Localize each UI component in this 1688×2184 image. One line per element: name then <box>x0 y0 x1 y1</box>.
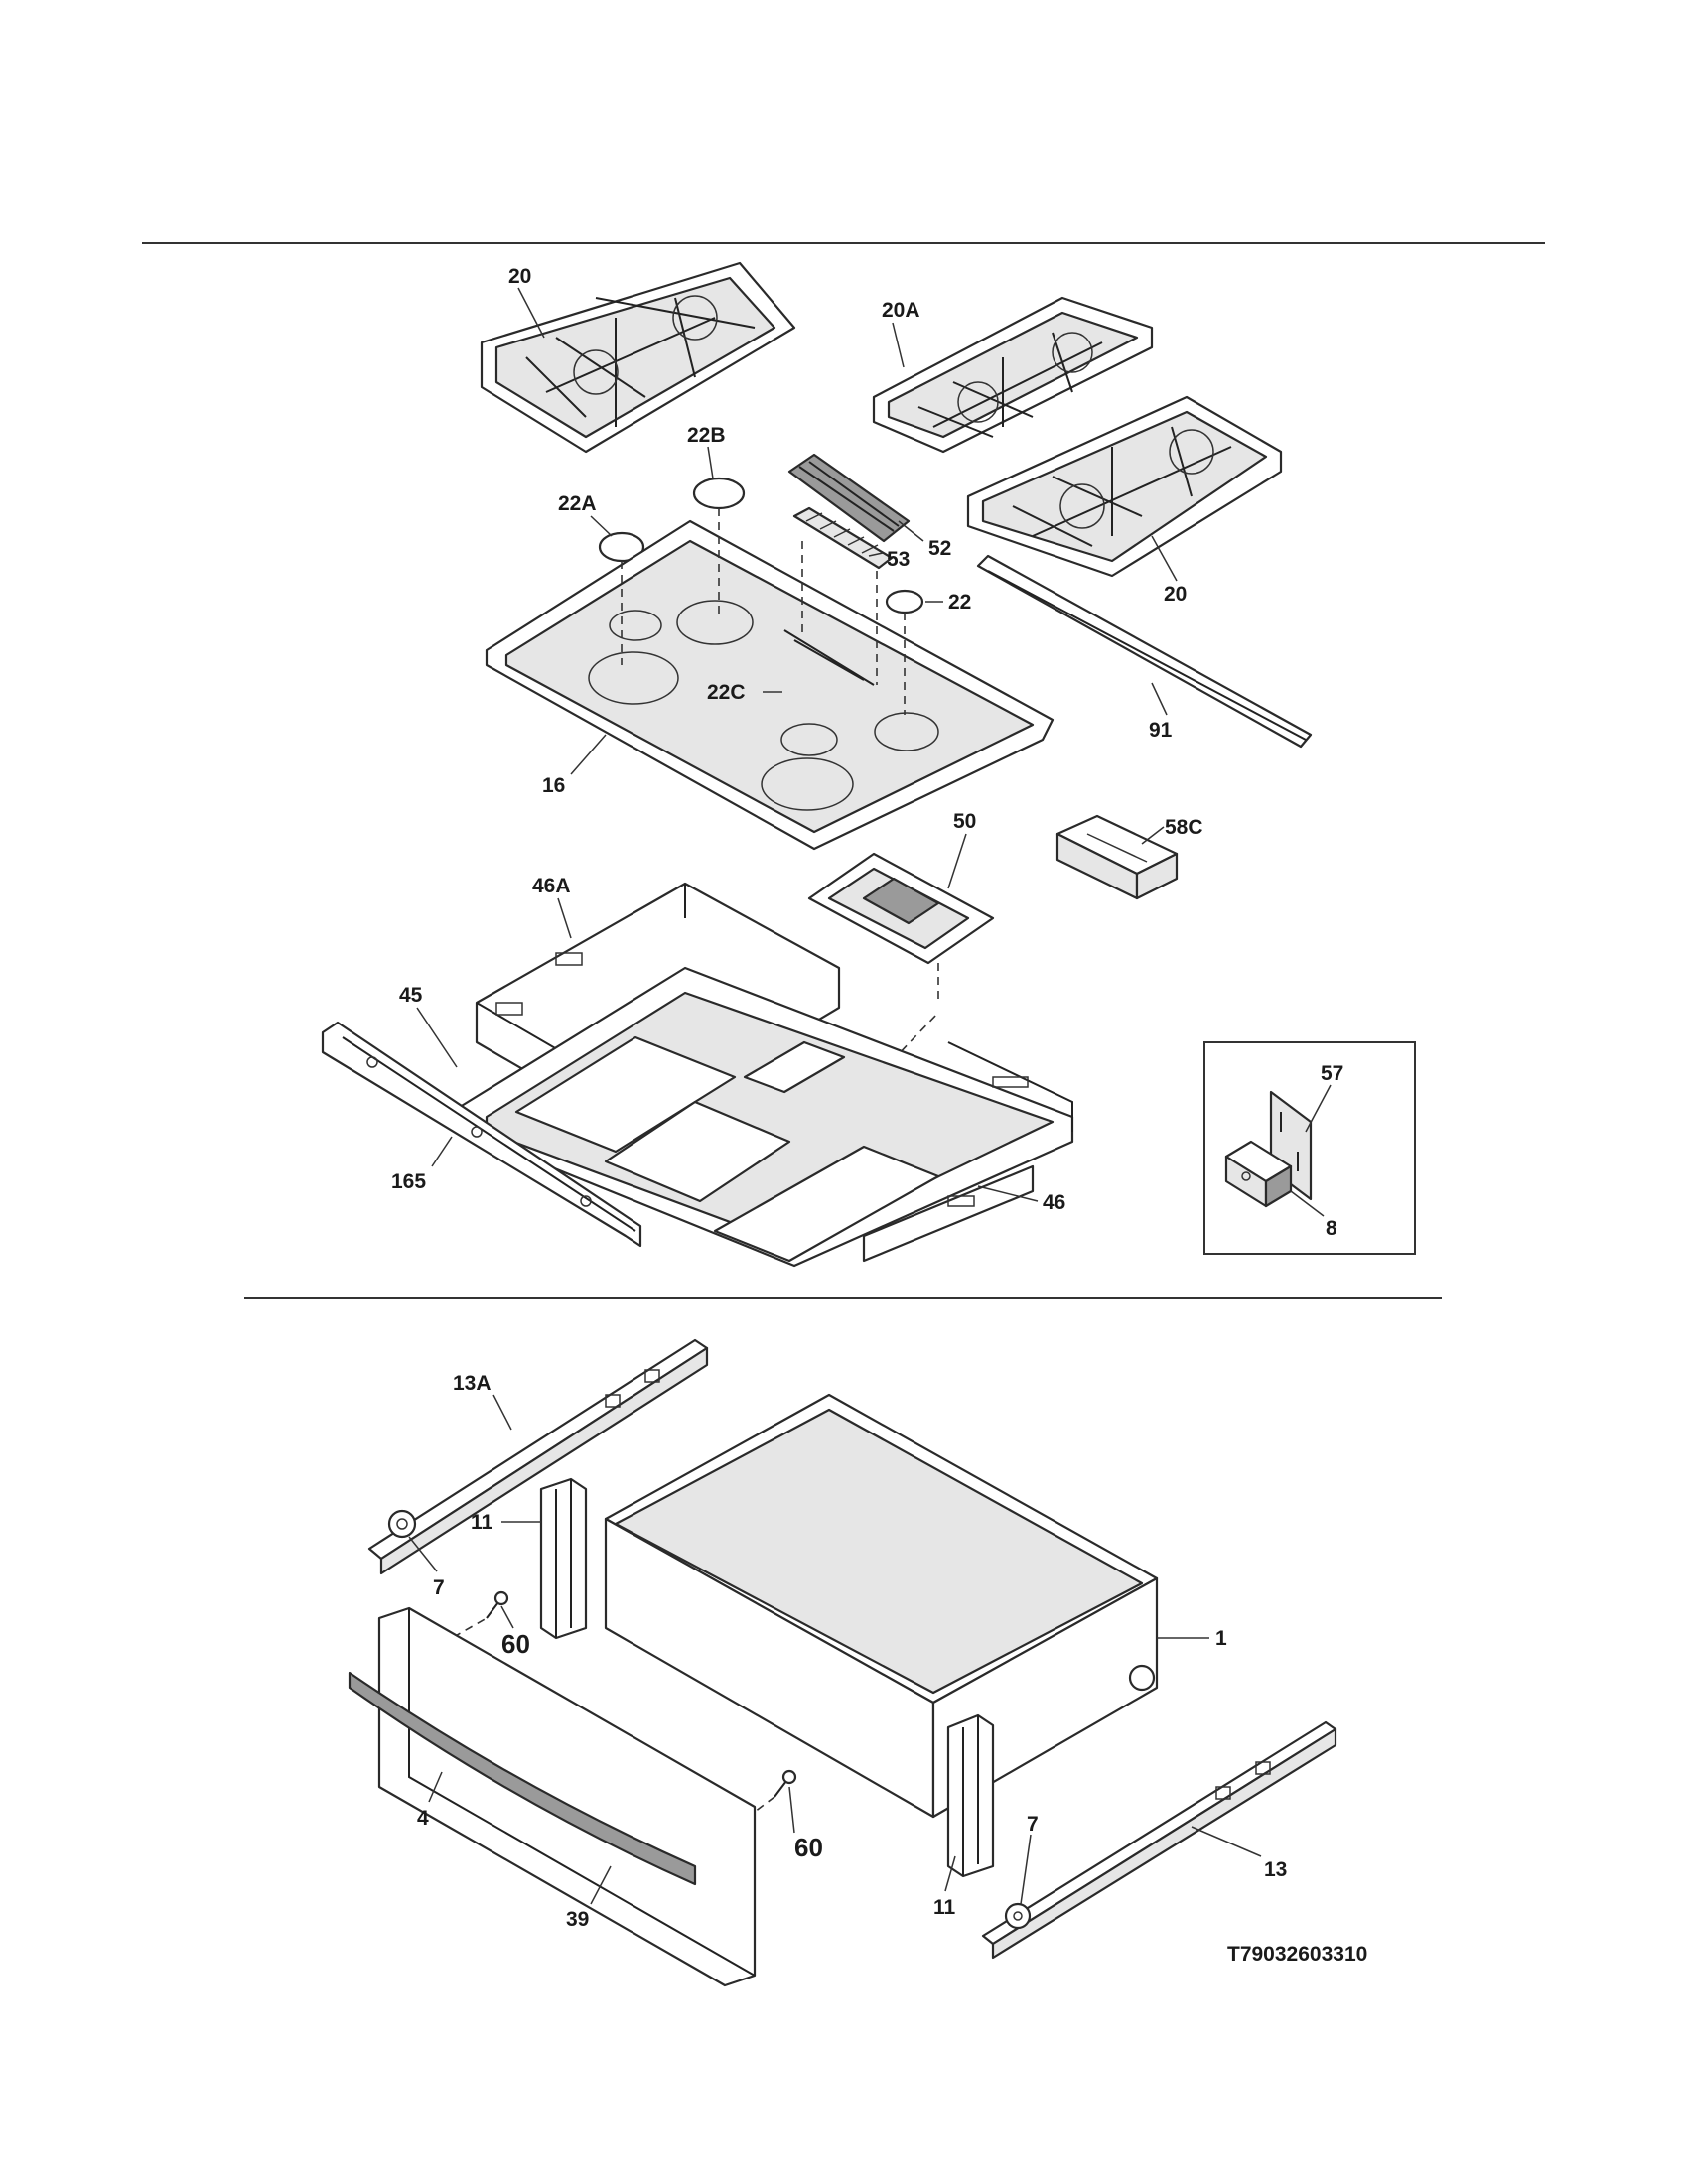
callout-13: 13 <box>1264 1858 1287 1881</box>
callout-52: 52 <box>928 537 951 560</box>
callout-60-right: 60 <box>794 1833 823 1862</box>
callout-7-left: 7 <box>433 1576 445 1599</box>
callout-22b: 22B <box>687 424 726 447</box>
grate-20-top <box>480 261 796 454</box>
handle-39 <box>348 1671 697 1886</box>
grate-20-right <box>966 395 1283 578</box>
callout-20-right: 20 <box>1164 583 1187 606</box>
bracket-11-right <box>946 1713 995 1878</box>
cooktop-16 <box>485 519 1055 851</box>
leader-lines <box>408 287 1332 1905</box>
callout-165: 165 <box>391 1170 426 1193</box>
block-58c <box>1055 814 1179 900</box>
burner-cap-22 <box>885 589 924 614</box>
drawer-front-4 <box>377 1606 757 1987</box>
callout-53: 53 <box>887 548 910 571</box>
callout-22c: 22C <box>707 681 746 704</box>
callout-8: 8 <box>1326 1217 1337 1240</box>
switch-8 <box>1224 1140 1293 1208</box>
callout-46: 46 <box>1043 1191 1065 1214</box>
burner-cap-22b <box>692 477 746 510</box>
callout-50: 50 <box>953 810 976 833</box>
callout-22: 22 <box>948 591 971 614</box>
callout-11-right: 11 <box>933 1896 956 1919</box>
callout-11-left: 11 <box>471 1511 493 1534</box>
callout-1: 1 <box>1215 1627 1227 1650</box>
slide-rail-13 <box>981 1720 1337 1960</box>
vent-cover-52 <box>787 453 911 543</box>
callout-20a: 20A <box>882 299 920 322</box>
slide-rail-13a <box>367 1338 709 1575</box>
screw-60-right <box>774 1769 797 1798</box>
callout-7-right: 7 <box>1027 1813 1039 1836</box>
inset-box <box>1203 1041 1416 1255</box>
callout-4: 4 <box>417 1807 429 1830</box>
callout-91: 91 <box>1149 719 1173 742</box>
trim-strip-91 <box>976 554 1313 749</box>
callout-60-left: 60 <box>501 1629 530 1659</box>
grate-20a <box>872 296 1154 454</box>
bracket-165 <box>321 1021 642 1248</box>
callout-22a: 22A <box>558 492 597 515</box>
callout-57: 57 <box>1321 1062 1343 1085</box>
screw-60-left <box>486 1590 509 1619</box>
callout-13a: 13A <box>453 1372 492 1395</box>
callout-20-top: 20 <box>508 265 531 288</box>
callout-46a: 46A <box>532 875 571 897</box>
callout-58c: 58C <box>1165 816 1203 839</box>
callout-45: 45 <box>399 984 423 1007</box>
bracket-11-left <box>539 1477 588 1640</box>
callout-39: 39 <box>566 1908 589 1931</box>
burner-box-liner-50 <box>807 852 995 1133</box>
vent-grille-53 <box>792 506 894 570</box>
guide-line-52 <box>801 541 878 685</box>
base-pan-45 <box>450 966 1074 1268</box>
drawer-box-1 <box>604 1393 1159 1819</box>
figure-code: T79032603310 <box>1227 1943 1367 1966</box>
callout-16: 16 <box>542 774 565 797</box>
